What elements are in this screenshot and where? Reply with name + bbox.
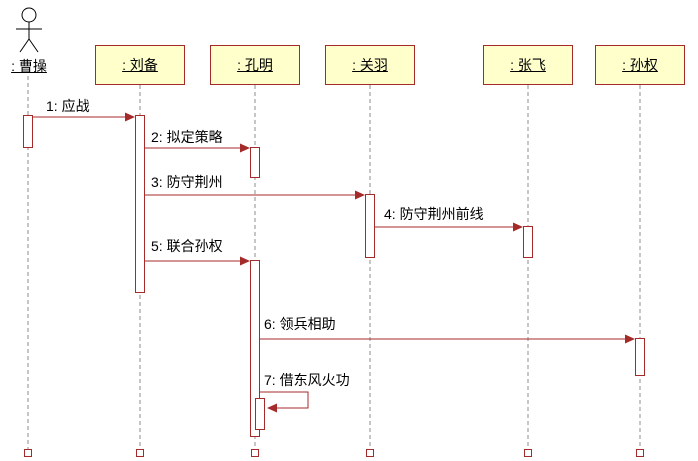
- object-zhangfei[interactable]: : 张飞: [483, 45, 573, 85]
- lifeline-end-marker[interactable]: [366, 449, 374, 457]
- lifeline-end-marker[interactable]: [24, 449, 32, 457]
- activation-kongming-self[interactable]: [255, 398, 265, 430]
- object-label: : 张飞: [510, 57, 546, 73]
- object-sunquan[interactable]: : 孙权: [595, 45, 685, 85]
- activation-sunquan[interactable]: [635, 338, 645, 376]
- activation-caocao[interactable]: [23, 115, 33, 148]
- activation-kongming-2[interactable]: [250, 260, 260, 437]
- activation-zhangfei[interactable]: [523, 226, 533, 258]
- lifeline-end-marker[interactable]: [636, 449, 644, 457]
- activation-guanyu[interactable]: [365, 194, 375, 258]
- lifeline-end-marker[interactable]: [524, 449, 532, 457]
- object-label: : 关羽: [352, 57, 388, 73]
- object-kongming[interactable]: : 孔明: [210, 45, 300, 85]
- lifeline-end-marker[interactable]: [251, 449, 259, 457]
- object-guanyu[interactable]: : 关羽: [325, 45, 415, 85]
- message-label-7: 7: 借东风火功: [264, 372, 350, 388]
- actor-label: : 曹操: [11, 58, 47, 74]
- actor-caocao[interactable]: : 曹操: [0, 4, 58, 74]
- message-label-4: 4: 防守荆州前线: [384, 206, 484, 222]
- actor-figure-icon: [16, 7, 42, 53]
- message-label-6: 6: 领兵相助: [264, 316, 336, 332]
- activation-liubei[interactable]: [135, 115, 145, 293]
- message-label-5: 5: 联合孙权: [151, 238, 223, 254]
- message-label-3: 3: 防守荆州: [151, 174, 223, 190]
- object-label: : 孙权: [622, 57, 658, 73]
- message-label-1: 1: 应战: [46, 98, 90, 114]
- object-label: : 刘备: [122, 57, 158, 73]
- message-arrow-7-self[interactable]: [260, 391, 309, 413]
- object-liubei[interactable]: : 刘备: [95, 45, 185, 85]
- activation-kongming-1[interactable]: [250, 147, 260, 178]
- object-label: : 孔明: [237, 57, 273, 73]
- lifeline-end-marker[interactable]: [136, 449, 144, 457]
- message-label-2: 2: 拟定策略: [151, 129, 223, 145]
